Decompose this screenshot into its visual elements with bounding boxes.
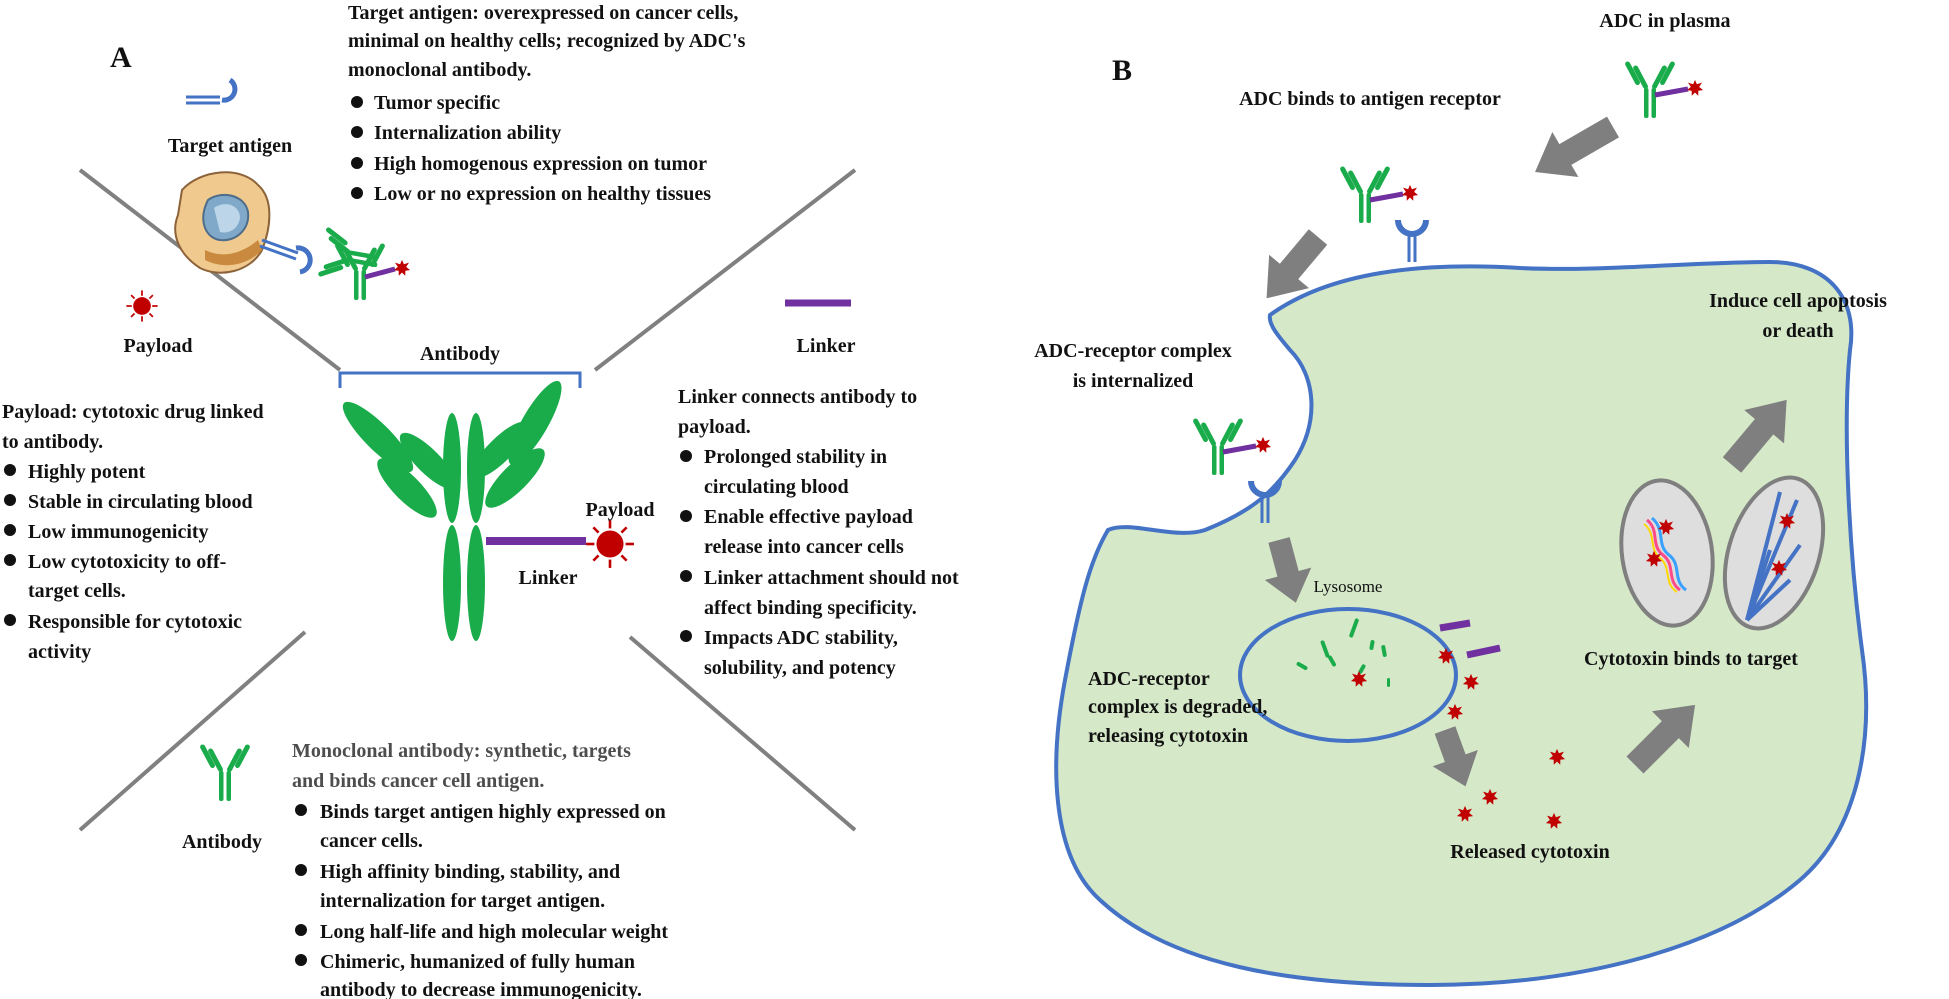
adc-in-plasma-icon — [1624, 61, 1703, 118]
ta-desc-1: Target antigen: overexpressed on cancer … — [348, 2, 738, 24]
mab-bullet-4a: Chimeric, humanized of fully human — [320, 951, 635, 973]
adc-in-plasma-label: ADC in plasma — [1599, 10, 1730, 32]
arrow-plasma-to-receptor — [1535, 116, 1619, 178]
target-antigen-label: Target antigen — [168, 135, 292, 157]
ta-desc-3: monoclonal antibody. — [348, 59, 531, 81]
panel-a: A Target antigen — [2, 2, 959, 999]
internalized-label-1: ADC-receptor complex — [1034, 340, 1232, 362]
mab-bullet-1b: cancer cells. — [320, 830, 423, 852]
process-arrows — [1264, 116, 1787, 787]
antibody-text: Monoclonal antibody: synthetic, targets … — [292, 740, 668, 999]
linker-label: Linker — [797, 335, 856, 357]
ta-bullet-3: High homogenous expression on tumor — [374, 153, 707, 175]
adc-binding-icon — [1339, 166, 1418, 223]
panel-a-letter: A — [110, 41, 132, 74]
pl-bullet-4b: target cells. — [28, 580, 126, 602]
released-cytotoxin-label: Released cytotoxin — [1450, 841, 1609, 863]
pl-bullet-5b: activity — [28, 641, 91, 663]
lk-bullet-2b: release into cancer cells — [704, 536, 904, 558]
ta-bullet-4: Low or no expression on healthy tissues — [374, 183, 711, 205]
pl-desc-1: Payload: cytotoxic drug linked — [2, 401, 264, 423]
antibody-bracket — [338, 371, 582, 388]
lk-bullet-2a: Enable effective payload — [704, 506, 913, 528]
mab-desc-2: and binds cancer cell antigen. — [292, 770, 544, 792]
target-nucleus-1 — [1619, 478, 1715, 628]
arrow-to-lysosome — [1264, 537, 1312, 603]
mab-bullet-2b: internalization for target antigen. — [320, 890, 605, 912]
lk-desc-2: payload. — [678, 416, 751, 438]
pl-bullet-1: Highly potent — [28, 461, 146, 483]
degraded-label-1: ADC-receptor — [1088, 668, 1210, 690]
ta-bullet-2: Internalization ability — [374, 122, 561, 144]
payload-text: Payload: cytotoxic drug linked to antibo… — [2, 401, 264, 663]
target-nucleus-2 — [1722, 475, 1826, 631]
large-antibody-icon — [342, 380, 562, 641]
degraded-fragments — [1296, 618, 1501, 690]
mab-bullet-4b: antibody to decrease immunogenicity. — [320, 979, 642, 999]
antibody-small-icon — [199, 743, 251, 801]
center-linker-label: Linker — [519, 567, 578, 589]
degraded-label-2: complex is degraded, — [1088, 696, 1267, 718]
arrow-to-target — [1626, 704, 1696, 774]
panel-b: B Lysosome — [1034, 10, 1887, 988]
lk-bullet-3a: Linker attachment should not — [704, 567, 959, 589]
apoptosis-label-1: Induce cell apoptosis — [1709, 290, 1887, 312]
cancer-cell-illustration — [174, 171, 411, 300]
pl-bullet-3: Low immunogenicity — [28, 521, 209, 543]
mab-bullet-1a: Binds target antigen highly expressed on — [320, 801, 666, 823]
lk-bullet-4a: Impacts ADC stability, — [704, 627, 898, 649]
payload-label: Payload — [124, 335, 193, 357]
lk-desc-1: Linker connects antibody to — [678, 386, 917, 408]
pl-desc-2: to antibody. — [2, 431, 103, 453]
mab-desc-1: Monoclonal antibody: synthetic, targets — [292, 740, 631, 762]
arrow-to-internalization — [1266, 229, 1328, 299]
pl-bullet-5a: Responsible for cytotoxic — [28, 611, 242, 633]
lysosome — [1238, 607, 1458, 743]
lysosome-label: Lysosome — [1314, 577, 1383, 596]
lk-bullet-3b: affect binding specificity. — [704, 597, 917, 619]
mab-bullet-3: Long half-life and high molecular weight — [320, 921, 668, 943]
antibody-small-label: Antibody — [182, 831, 262, 853]
center-adc: Antibody Payload Linker — [338, 343, 655, 641]
arrow-from-lysosome — [1432, 726, 1478, 787]
lk-bullet-1a: Prolonged stability in — [704, 446, 887, 468]
arrow-to-apoptosis — [1722, 399, 1787, 473]
lk-bullet-1b: circulating blood — [704, 476, 849, 498]
target-antigen-icon — [186, 77, 238, 105]
lk-bullet-4b: solubility, and potency — [704, 657, 896, 679]
adc-binds-receptor-label: ADC binds to antigen receptor — [1239, 88, 1501, 110]
mab-bullet-2a: High affinity binding, stability, and — [320, 861, 620, 883]
receptor-binding-icon — [1398, 220, 1426, 262]
degraded-label-3: releasing cytotoxin — [1088, 725, 1248, 747]
large-payload-icon — [584, 518, 636, 570]
center-antibody-label: Antibody — [420, 343, 500, 365]
pl-bullet-4a: Low cytotoxicity to off- — [28, 551, 226, 573]
ta-bullet-1: Tumor specific — [374, 92, 500, 114]
payload-icon — [125, 289, 159, 323]
center-payload-label: Payload — [586, 499, 655, 521]
adc-internalized-icon — [1192, 418, 1271, 475]
target-antigen-text: Target antigen: overexpressed on cancer … — [348, 2, 746, 205]
panel-b-letter: B — [1112, 54, 1132, 87]
binds-target-label: Cytotoxin binds to target — [1584, 648, 1798, 670]
apoptosis-label-2: or death — [1762, 320, 1833, 342]
internalized-label-2: is internalized — [1073, 370, 1194, 392]
ta-desc-2: minimal on healthy cells; recognized by … — [348, 30, 746, 52]
pl-bullet-2: Stable in circulating blood — [28, 491, 253, 513]
linker-text: Linker connects antibody to payload. Pro… — [678, 386, 959, 679]
